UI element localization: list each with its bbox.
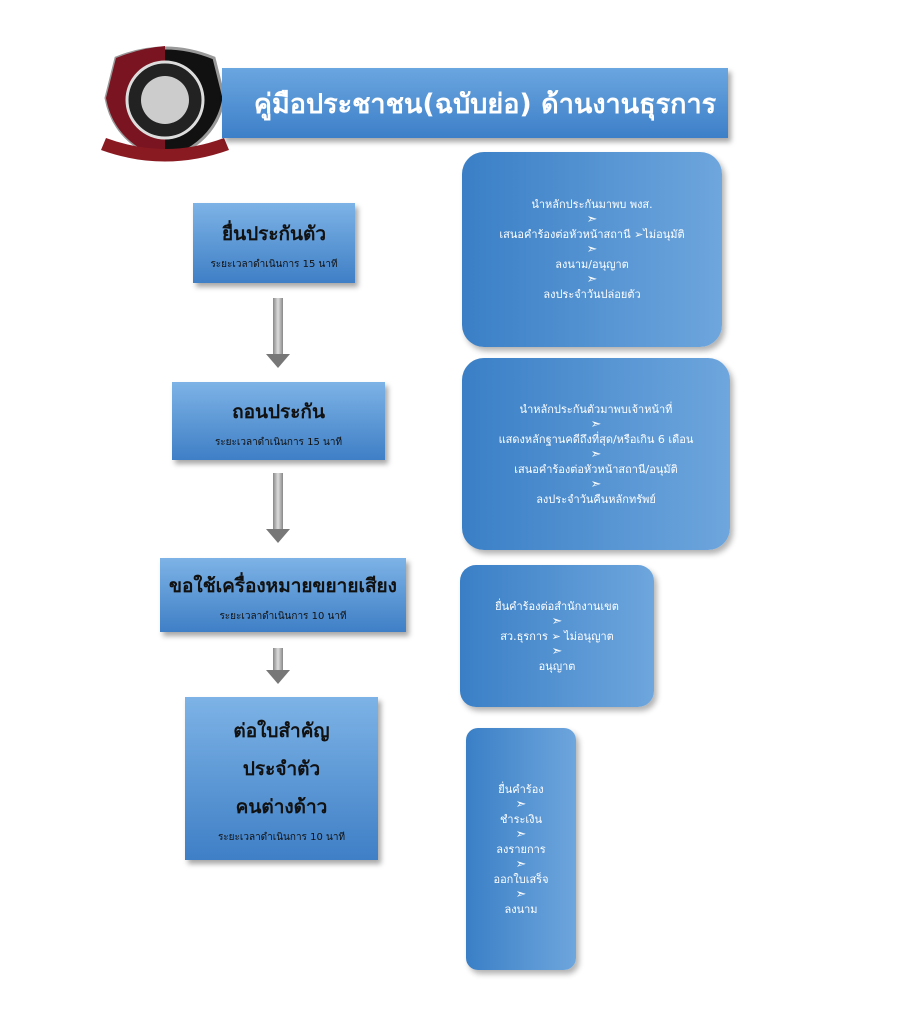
step-duration: ระยะเวลาดำเนินการ 15 นาที [210,258,338,270]
procedure-loudspeaker: ยื่นคำร้องต่อสำนักงานเขต ➣ สว.ธุรการ ➢ ไ… [460,565,654,707]
procedure-item: ยื่นคำร้องต่อสำนักงานเขต [495,599,619,613]
step-duration: ระยะเวลาดำเนินการ 10 นาที [219,610,347,622]
police-station-logo [96,38,234,174]
procedure-item: ยื่นคำร้อง [498,782,544,796]
step-title: ยื่นประกันตัว [221,222,327,245]
procedure-item: เสนอคำร้องต่อหัวหน้าสถานี ➢ไม่อนุมัติ [499,228,685,241]
step-title: ต่อใบสำคัญ [233,720,330,742]
step-loudspeaker-permit: ขอใช้เครื่องหมายขยายเสียง ระยะเวลาดำเนิน… [160,558,406,632]
procedure-item: ชำระเงิน [499,812,543,826]
arrow-check-icon: ➣ [515,856,527,872]
arrow-check-icon: ➣ [551,613,563,629]
procedure-bail-request: นำหลักประกันมาพบ พงส. ➣ เสนอคำร้องต่อหัว… [462,152,722,347]
procedure-item: แสดงหลักฐานคดีถึงที่สุด/หรือเกิน 6 เดือน [498,432,694,446]
down-arrow-icon [266,648,290,684]
procedure-item: ลงรายการ [496,842,546,856]
procedure-alien-id: ยื่นคำร้อง ➣ ชำระเงิน ➣ ลงรายการ ➣ ออกใบ… [466,728,576,970]
arrow-check-icon: ➣ [586,272,598,287]
procedure-bail-withdraw: นำหลักประกันตัวมาพบเจ้าหน้าที่ ➣ แสดงหลั… [462,358,730,550]
down-arrow-icon [266,298,290,368]
step-title: ถอนประกัน [232,400,325,423]
page-title: คู่มือประชาชน(ฉบับย่อ) ด้านงานธุรการ [222,68,728,138]
step-title: ประจำตัว [242,758,321,780]
step-bail-request: ยื่นประกันตัว ระยะเวลาดำเนินการ 15 นาที [193,203,355,283]
arrow-check-icon: ➣ [515,826,527,842]
step-title: คนต่างด้าว [235,796,328,818]
arrow-check-icon: ➣ [590,446,602,462]
down-arrow-icon [266,473,290,543]
procedure-item: ลงนาม/อนุญาต [555,258,629,271]
step-duration: ระยะเวลาดำเนินการ 15 นาที [214,436,343,448]
procedure-item: ลงประจำวันปล่อยตัว [543,288,641,301]
procedure-item: นำหลักประกันตัวมาพบเจ้าหน้าที่ [519,402,673,416]
procedure-item: สว.ธุรการ ➢ ไม่อนุญาต [500,629,614,643]
arrow-check-icon: ➣ [551,643,563,659]
step-title: ขอใช้เครื่องหมายขยายเสียง [169,574,397,597]
step-alien-id-renewal: ต่อใบสำคัญ ประจำตัว คนต่างด้าว ระยะเวลาด… [185,697,378,860]
arrow-check-icon: ➣ [586,212,598,227]
procedure-item: นำหลักประกันมาพบ พงส. [531,198,653,211]
procedure-item: เสนอคำร้องต่อหัวหน้าสถานี/อนุมัติ [514,462,678,476]
step-bail-withdraw: ถอนประกัน ระยะเวลาดำเนินการ 15 นาที [172,382,385,460]
step-duration: ระยะเวลาดำเนินการ 10 นาที [217,832,346,843]
procedure-item: ลงนาม [504,902,538,916]
arrow-check-icon: ➣ [590,476,602,492]
procedure-item: ลงประจำวันคืนหลักทรัพย์ [536,492,656,506]
procedure-item: อนุญาต [538,659,576,673]
procedure-item: ออกใบเสร็จ [493,872,549,886]
arrow-check-icon: ➣ [515,886,527,902]
arrow-check-icon: ➣ [515,796,527,812]
arrow-check-icon: ➣ [586,242,598,257]
arrow-check-icon: ➣ [590,416,602,432]
